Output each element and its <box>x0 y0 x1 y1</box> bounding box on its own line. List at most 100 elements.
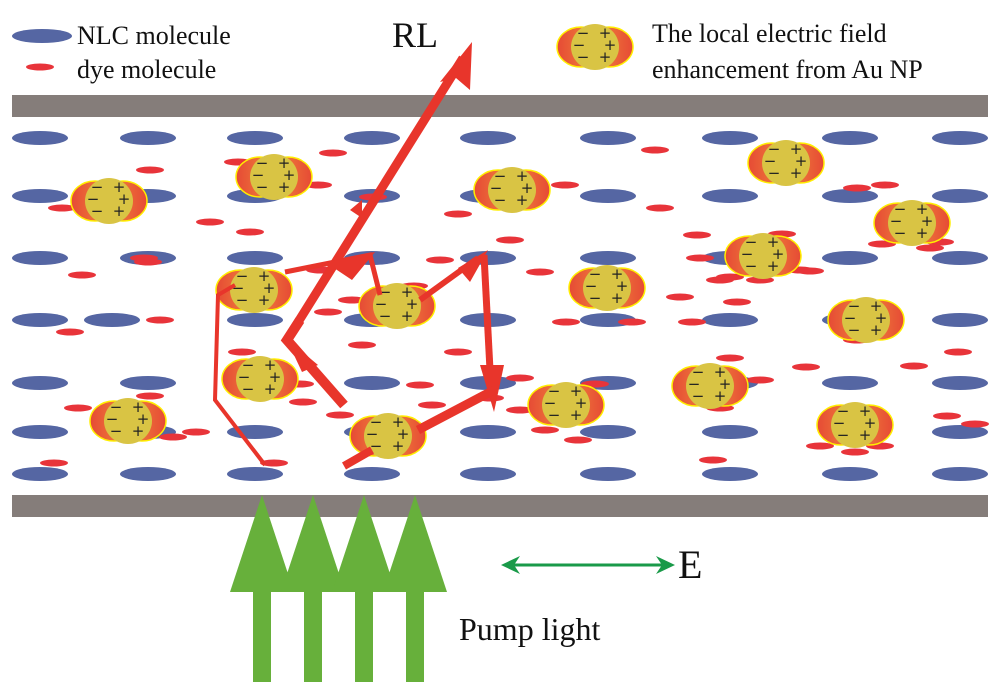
positive-charge-icon: + <box>263 279 276 297</box>
au-nanoparticle: −−−+++ <box>70 178 148 224</box>
scatter-path-bottom <box>342 446 374 470</box>
dye-molecule <box>723 298 751 306</box>
negative-charge-icon: − <box>692 387 705 405</box>
legend-nlc-swatch <box>12 29 72 43</box>
negative-charge-icon: − <box>837 402 850 420</box>
dye-molecule <box>646 204 674 212</box>
positive-charge-icon: + <box>278 178 291 196</box>
negative-charge-icon: − <box>366 425 379 443</box>
negative-charge-icon: − <box>837 426 850 444</box>
nlc-molecule <box>822 131 878 145</box>
positive-charge-icon: + <box>401 307 414 325</box>
positive-charge-icon: + <box>570 406 583 424</box>
positive-charge-icon: + <box>258 267 271 285</box>
dye-molecule <box>944 348 972 356</box>
au-nanoparticle: −−−+++ <box>235 154 313 200</box>
nlc-molecule <box>702 189 758 203</box>
dye-molecule <box>506 374 534 382</box>
negative-charge-icon: − <box>745 233 758 251</box>
nlc-molecule <box>822 251 878 265</box>
negative-charge-icon: − <box>242 380 255 398</box>
laser-paths <box>212 42 504 470</box>
nlc-molecule <box>460 131 516 145</box>
pump-arrow-shaft <box>406 592 424 682</box>
dye-molecule <box>130 254 158 262</box>
negative-charge-icon: − <box>894 200 907 218</box>
dye-molecule <box>552 318 580 326</box>
legend-dye-label: dye molecule <box>77 55 216 84</box>
dye-molecule <box>526 268 554 276</box>
rl-arrowhead <box>440 42 472 90</box>
nlc-molecule <box>227 131 283 145</box>
dye-molecule <box>326 411 354 419</box>
negative-charge-icon: − <box>573 36 586 54</box>
positive-charge-icon: + <box>916 200 929 218</box>
positive-charge-icon: + <box>795 152 808 170</box>
au-nanoparticle: −−−+++ <box>816 402 894 448</box>
nlc-molecule <box>580 189 636 203</box>
positive-charge-icon: + <box>916 224 929 242</box>
positive-charge-icon: + <box>264 356 277 374</box>
au-nanoparticle: −−−+++ <box>747 140 825 186</box>
negative-charge-icon: − <box>106 410 119 428</box>
negative-charge-icon: − <box>741 245 754 263</box>
np-core <box>364 413 412 459</box>
nlc-molecule <box>120 376 176 390</box>
dye-molecule <box>40 459 68 467</box>
dye-molecule <box>136 166 164 174</box>
np-core <box>104 398 152 444</box>
negative-charge-icon: − <box>490 179 503 197</box>
dye-molecule <box>841 448 869 456</box>
nlc-molecule <box>344 467 400 481</box>
nlc-molecule <box>460 425 516 439</box>
negative-charge-icon: − <box>375 295 388 313</box>
e-field-arrow <box>501 556 675 574</box>
pump-arrow-head <box>230 495 294 592</box>
negative-charge-icon: − <box>848 321 861 339</box>
negative-charge-icon: − <box>370 437 383 455</box>
positive-charge-icon: + <box>604 36 617 54</box>
negative-charge-icon: − <box>87 190 100 208</box>
np-core <box>762 140 810 186</box>
positive-charge-icon: + <box>516 191 529 209</box>
pump-light-label: Pump light <box>459 611 600 647</box>
negative-charge-icon: − <box>242 356 255 374</box>
au-nanoparticle: −−−+++ <box>556 24 634 70</box>
positive-charge-icon: + <box>113 178 126 196</box>
positive-charge-icon: + <box>599 24 612 42</box>
positive-charge-icon: + <box>870 297 883 315</box>
pump-arrow-head <box>281 495 345 592</box>
negative-charge-icon: − <box>494 191 507 209</box>
dye-molecule <box>236 228 264 236</box>
dye-molecule <box>678 318 706 326</box>
pump-arrow <box>230 495 294 682</box>
dye-molecule <box>746 376 774 384</box>
positive-charge-icon: + <box>132 398 145 416</box>
au-nanoparticle: −−−+++ <box>568 265 646 311</box>
positive-charge-icon: + <box>719 375 732 393</box>
np-core <box>488 167 536 213</box>
positive-charge-icon: + <box>767 257 780 275</box>
pump-arrow <box>281 495 345 682</box>
legend-np-label-line1: The local electric field <box>652 19 887 48</box>
au-nanoparticle: −−−+++ <box>873 200 951 246</box>
au-nanoparticle: −−−+++ <box>724 233 802 279</box>
negative-charge-icon: − <box>688 375 701 393</box>
negative-charge-icon: − <box>91 202 104 220</box>
positive-charge-icon: + <box>283 166 296 184</box>
dye-molecule <box>933 412 961 420</box>
nlc-molecule <box>932 467 988 481</box>
np-core <box>230 267 278 313</box>
negative-charge-icon: − <box>844 309 857 327</box>
e-field-arrowhead-right <box>656 556 675 574</box>
dye-molecule <box>916 244 944 252</box>
dye-molecule <box>182 428 210 436</box>
positive-charge-icon: + <box>921 212 934 230</box>
nlc-molecule <box>932 425 988 439</box>
dye-molecule <box>48 204 76 212</box>
positive-charge-icon: + <box>397 425 410 443</box>
dye-molecule <box>444 210 472 218</box>
e-field-label: E <box>678 542 702 587</box>
negative-charge-icon: − <box>544 394 557 412</box>
dye-molecule <box>260 459 288 467</box>
